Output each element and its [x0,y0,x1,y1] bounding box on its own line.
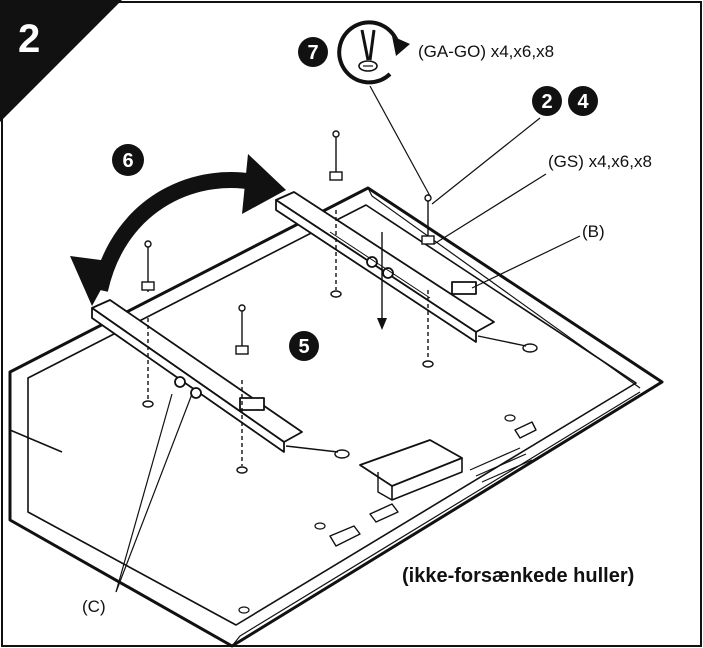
part-c-label: (C) [82,597,106,616]
bracket-left-cord [285,445,339,453]
screwdriver-rotate-icon [337,20,410,85]
leader-lines [115,85,581,593]
bracket-right-side-face [275,199,477,343]
rotate-arrow-icon [70,154,286,306]
tv-back [8,186,664,648]
hang-arrow-head [377,318,387,330]
tv-inner-edge [27,204,637,626]
bracket-right [275,191,495,343]
hole-note-label: (ikke-forsænkede huller) [402,565,634,587]
badge-screw-step: 7 [298,37,328,67]
bracket-left-side-face [91,307,285,453]
connector-box [359,439,463,487]
badge-spacer-step-b-number: 4 [577,91,589,113]
bracket-left-top-face [91,299,303,443]
badge-hang-step: 5 [289,331,319,361]
step-corner-tab [0,0,122,122]
badge-hang-step-number: 5 [298,336,309,358]
badge-rotate-step: 6 [112,144,144,176]
badge-spacer-step-a: 2 [532,86,562,116]
bracket-left [91,299,303,453]
bracket-right-top-face [275,191,495,333]
step-number: 2 [18,17,40,61]
badge-screw-step-number: 7 [307,42,318,64]
screw-spec-label: (GA-GO) x4,x6,x8 [418,42,554,61]
badge-spacer-step-b: 4 [568,86,598,116]
screws-right [329,130,435,368]
part-b-label: (B) [582,222,605,241]
screws-left [141,240,249,474]
badge-spacer-step-a-number: 2 [541,91,552,113]
spacer-spec-label: (GS) x4,x6,x8 [548,152,652,171]
bracket-right-cord [477,335,527,347]
badge-rotate-step-number: 6 [122,150,133,172]
